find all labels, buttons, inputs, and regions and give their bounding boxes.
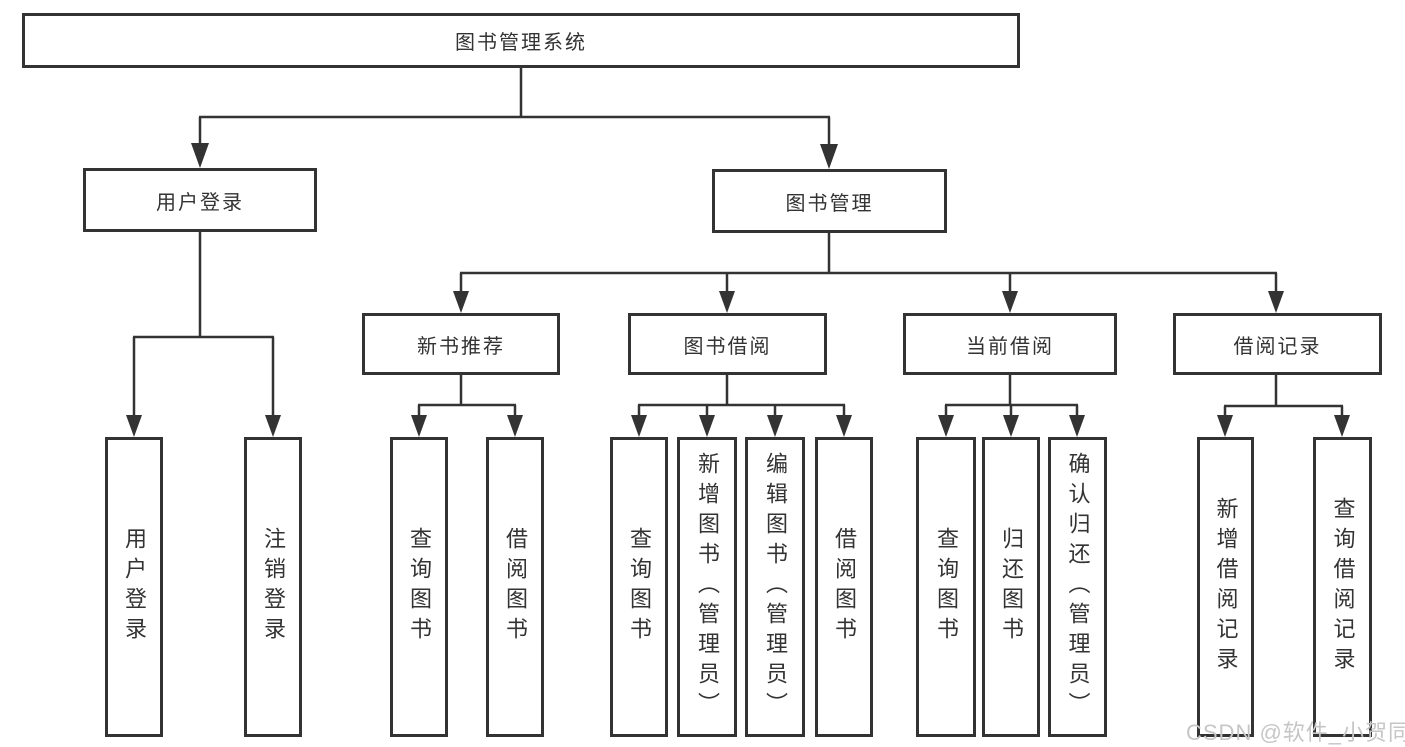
leaf-logout-label: 注销登录 xyxy=(261,527,286,647)
leaf-query-books-borrowing: 查询图书 xyxy=(610,437,668,737)
arrowheads xyxy=(126,143,1350,437)
node-new-book-recommendation: 新书推荐 xyxy=(362,313,560,375)
leaf-add-borrow-record: 新增借阅记录 xyxy=(1197,437,1254,737)
leaf-query-borrow-record: 查询借阅记录 xyxy=(1313,437,1372,737)
leaf-add-books-admin: 新增图书（管理员） xyxy=(677,437,737,737)
node-user-login: 用户登录 xyxy=(83,168,317,232)
leaf-query-books-current: 查询图书 xyxy=(916,437,976,737)
node-current-borrowing-label: 当前借阅 xyxy=(966,335,1054,358)
node-current-borrowing: 当前借阅 xyxy=(903,313,1117,375)
leaf-query-books-borrowing-label: 查询图书 xyxy=(627,527,652,647)
watermark: CSDN @软件_小贺同学 xyxy=(1186,720,1405,745)
leaf-confirm-return-admin-label: 确认归还（管理员） xyxy=(1065,452,1091,722)
leaf-return-books: 归还图书 xyxy=(982,437,1040,737)
node-root: 图书管理系统 xyxy=(22,13,1020,68)
node-new-book-recommendation-label: 新书推荐 xyxy=(417,335,505,358)
node-borrowing-records-label: 借阅记录 xyxy=(1233,335,1322,358)
leaf-edit-books-admin: 编辑图书（管理员） xyxy=(745,437,805,737)
leaf-user-login-label: 用户登录 xyxy=(122,527,147,647)
leaf-confirm-return-admin: 确认归还（管理员） xyxy=(1048,437,1107,737)
leaf-add-borrow-record-label: 新增借阅记录 xyxy=(1213,497,1239,677)
node-user-login-label: 用户登录 xyxy=(156,191,244,214)
leaf-logout: 注销登录 xyxy=(244,437,302,737)
leaf-query-borrow-record-label: 查询借阅记录 xyxy=(1330,497,1356,677)
leaf-user-login: 用户登录 xyxy=(105,437,163,737)
leaf-borrow-books-borrowing-label: 借阅图书 xyxy=(832,527,857,647)
leaf-edit-books-admin-label: 编辑图书（管理员） xyxy=(763,452,788,722)
node-book-management-label: 图书管理 xyxy=(785,192,874,215)
node-book-borrowing-label: 图书借阅 xyxy=(683,335,772,358)
leaf-borrow-books-recommend-label: 借阅图书 xyxy=(503,527,528,647)
node-root-label: 图书管理系统 xyxy=(455,32,587,54)
leaf-return-books-label: 归还图书 xyxy=(999,527,1024,647)
node-book-management: 图书管理 xyxy=(712,169,947,233)
leaf-query-books-current-label: 查询图书 xyxy=(934,527,959,647)
leaf-add-books-admin-label: 新增图书（管理员） xyxy=(695,452,720,722)
leaf-borrow-books-recommend: 借阅图书 xyxy=(486,437,544,737)
leaf-query-books-recommend: 查询图书 xyxy=(390,437,448,737)
node-book-borrowing: 图书借阅 xyxy=(628,313,827,375)
leaf-borrow-books-borrowing: 借阅图书 xyxy=(815,437,873,737)
leaf-query-books-recommend-label: 查询图书 xyxy=(407,527,432,647)
node-borrowing-records: 借阅记录 xyxy=(1173,313,1382,375)
